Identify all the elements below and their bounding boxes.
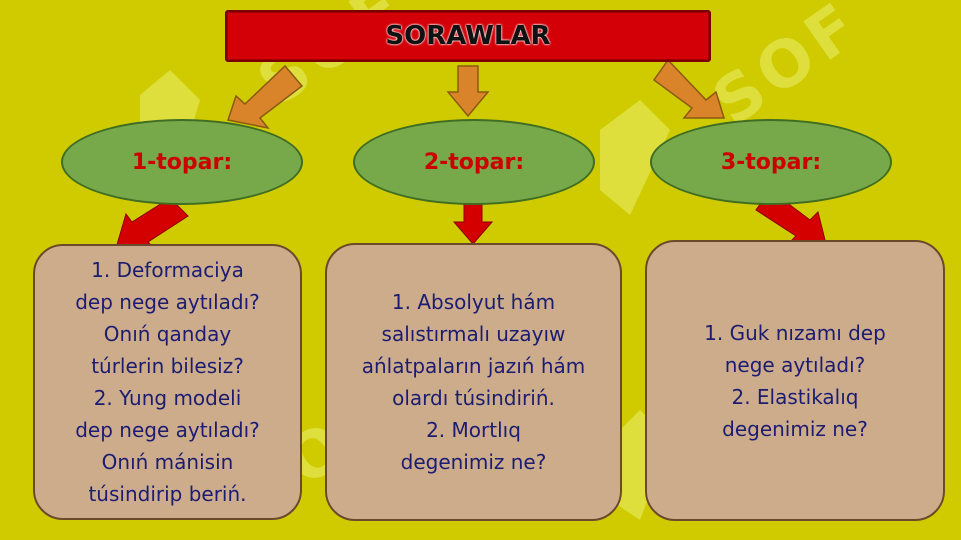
group-label: 1-topar: (131, 149, 233, 175)
group-oval-2: 2-topar: (353, 119, 595, 205)
arrow-left-red (115, 197, 189, 251)
arrow-center-orange (446, 65, 490, 118)
question-line: túsindirip beriń. (88, 482, 247, 506)
question-box-2: 1. Absolyut hám salıstırmalı uzayıw ańla… (325, 243, 622, 521)
question-line: túrlerin bilesiz? (91, 354, 244, 378)
question-line: nege aytıladı? (724, 352, 866, 377)
title-banner: SORAWLAR (225, 10, 711, 62)
question-line: Onıń qanday (103, 322, 232, 346)
question-line: Onıń mánisin (101, 450, 234, 474)
question-line: 2. Elastikalıq (731, 384, 859, 409)
question-line: salıstırmalı uzayıw (381, 322, 566, 346)
question-line: 2. Mortlıq (426, 418, 521, 442)
question-line: olardı túsindiriń. (392, 386, 555, 410)
question-line: 1. Deformaciya (91, 258, 244, 282)
question-line: degenimiz ne? (400, 450, 547, 474)
question-line: 2. Yung modeli (93, 386, 242, 410)
question-line: dep nege aytıladı? (75, 418, 260, 442)
question-line: 1. Absolyut hám (391, 290, 556, 314)
question-line: degenimiz ne? (722, 416, 868, 441)
page-title: SORAWLAR (385, 21, 551, 51)
question-line: ańlatpaların jazıń hám (361, 354, 586, 378)
arrow-left-orange (227, 64, 304, 130)
question-line: 1. Guk nızamı dep (704, 320, 886, 345)
group-label: 3-topar: (720, 149, 822, 175)
question-line: dep nege aytıladı? (75, 290, 260, 314)
group-oval-1: 1-topar: (61, 119, 303, 205)
group-label: 2-topar: (423, 149, 525, 175)
arrow-right-orange (652, 58, 726, 119)
group-oval-3: 3-topar: (650, 119, 892, 205)
question-box-3: 1. Guk nızamı dep nege aytıladı? 2. Elas… (645, 240, 945, 521)
question-box-1: 1. Deformaciya dep nege aytıladı? Onıń q… (33, 244, 302, 520)
